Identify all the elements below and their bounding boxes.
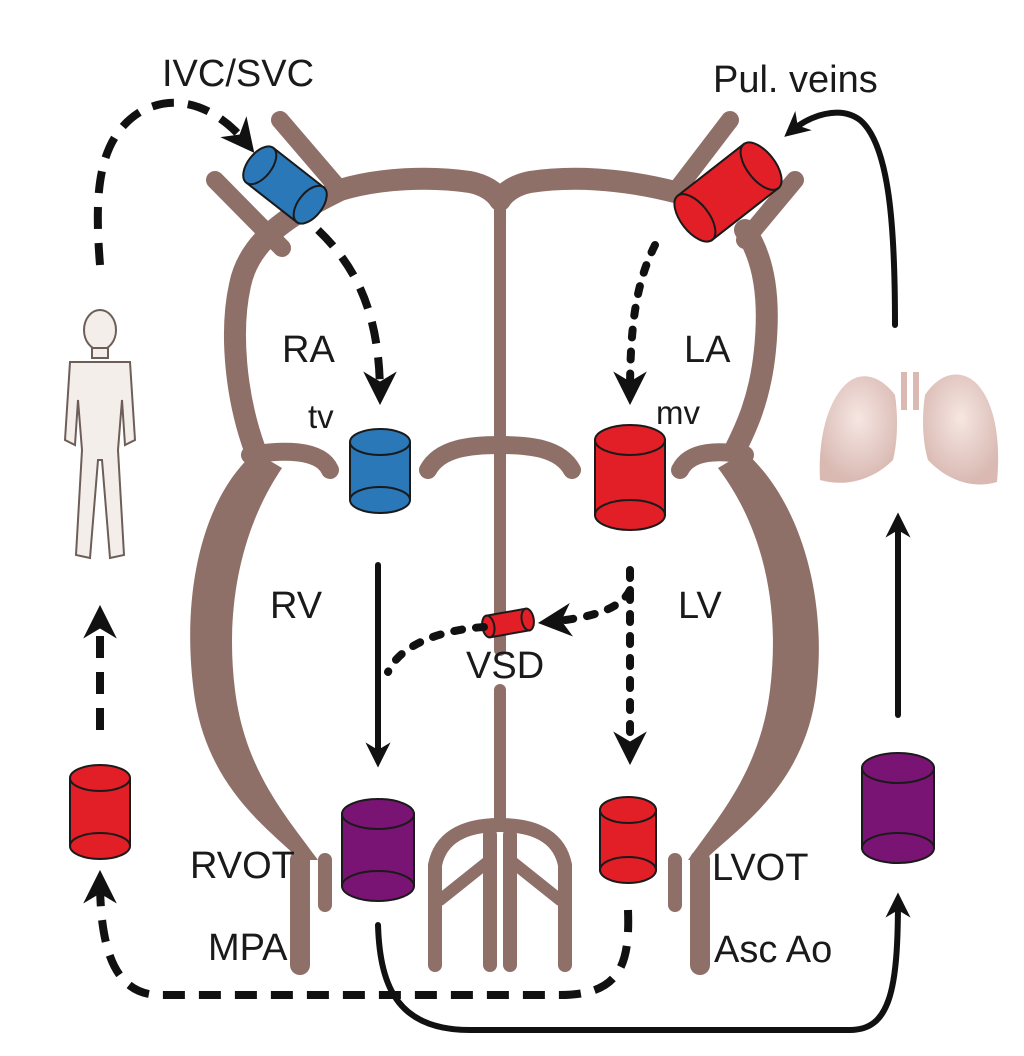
tricuspid-valve (349, 428, 411, 514)
labels: IVC/SVC Pul. veins RA LA tv mv RV LV VSD… (162, 53, 878, 971)
lvot-valve (599, 796, 657, 884)
right-av-shelf (241, 442, 339, 479)
rvot-valve (341, 798, 415, 902)
central-trunk-bridge-right (504, 854, 566, 906)
atrial-roof-right (329, 167, 511, 211)
central-trunk-bridge-left (434, 854, 496, 906)
label-tv: tv (308, 398, 334, 435)
systemic-outflow-valve (69, 764, 131, 860)
left-ventricle-wall (688, 452, 819, 860)
arrow-pulmonary-to-mv (613, 241, 659, 406)
label-rvot: RVOT (190, 845, 295, 887)
label-pul-veins: Pul. veins (713, 59, 878, 101)
right-ventricle-wall (190, 452, 318, 860)
central-trunk-right (493, 818, 572, 972)
arrow-lvot-to-systemic (83, 869, 633, 999)
arrow-lv-to-vsd (537, 586, 634, 637)
pulmonary-vein-lower-stub (736, 171, 804, 249)
label-lvot: LVOT (712, 847, 808, 889)
label-lv: LV (678, 585, 722, 627)
atrial-roof-left (489, 167, 686, 211)
flow-arrows (83, 98, 911, 1033)
vena-cava-lower-stub (206, 171, 291, 257)
pulmonary-vein-upper-stub (666, 111, 739, 201)
human-body-icon (63, 309, 137, 560)
pulmonary-outflow-valve (861, 752, 935, 864)
label-asc-ao: Asc Ao (714, 929, 832, 971)
vena-cava-upper-stub (271, 111, 349, 199)
arrow-vena-cava-to-tv (315, 227, 397, 406)
label-rv: RV (270, 585, 323, 627)
arrow-body-to-vena-cava (93, 98, 255, 266)
label-vsd: VSD (466, 645, 544, 687)
arrow-lungs-to-pulmonary-veins (784, 109, 898, 328)
mitral-valve (594, 424, 666, 531)
left-av-shelf (671, 443, 754, 479)
lungs-icon (819, 372, 999, 485)
heart-walls (190, 111, 819, 975)
pulmonary-veins-valve (673, 141, 783, 243)
label-mpa: MPA (208, 927, 288, 969)
left-av-inner (491, 436, 581, 479)
vsd-valve (481, 607, 535, 639)
label-la: LA (684, 329, 731, 371)
right-av-inner (419, 436, 509, 479)
central-trunk-left (428, 818, 507, 972)
left-atrium-wall (724, 219, 778, 461)
ivc-svc-valve (242, 145, 328, 225)
label-mv: mv (656, 394, 700, 431)
label-ivc-svc: IVC/SVC (162, 53, 314, 95)
arrow-rvot-to-pulmonary (375, 892, 911, 1033)
label-ra: RA (282, 329, 335, 371)
